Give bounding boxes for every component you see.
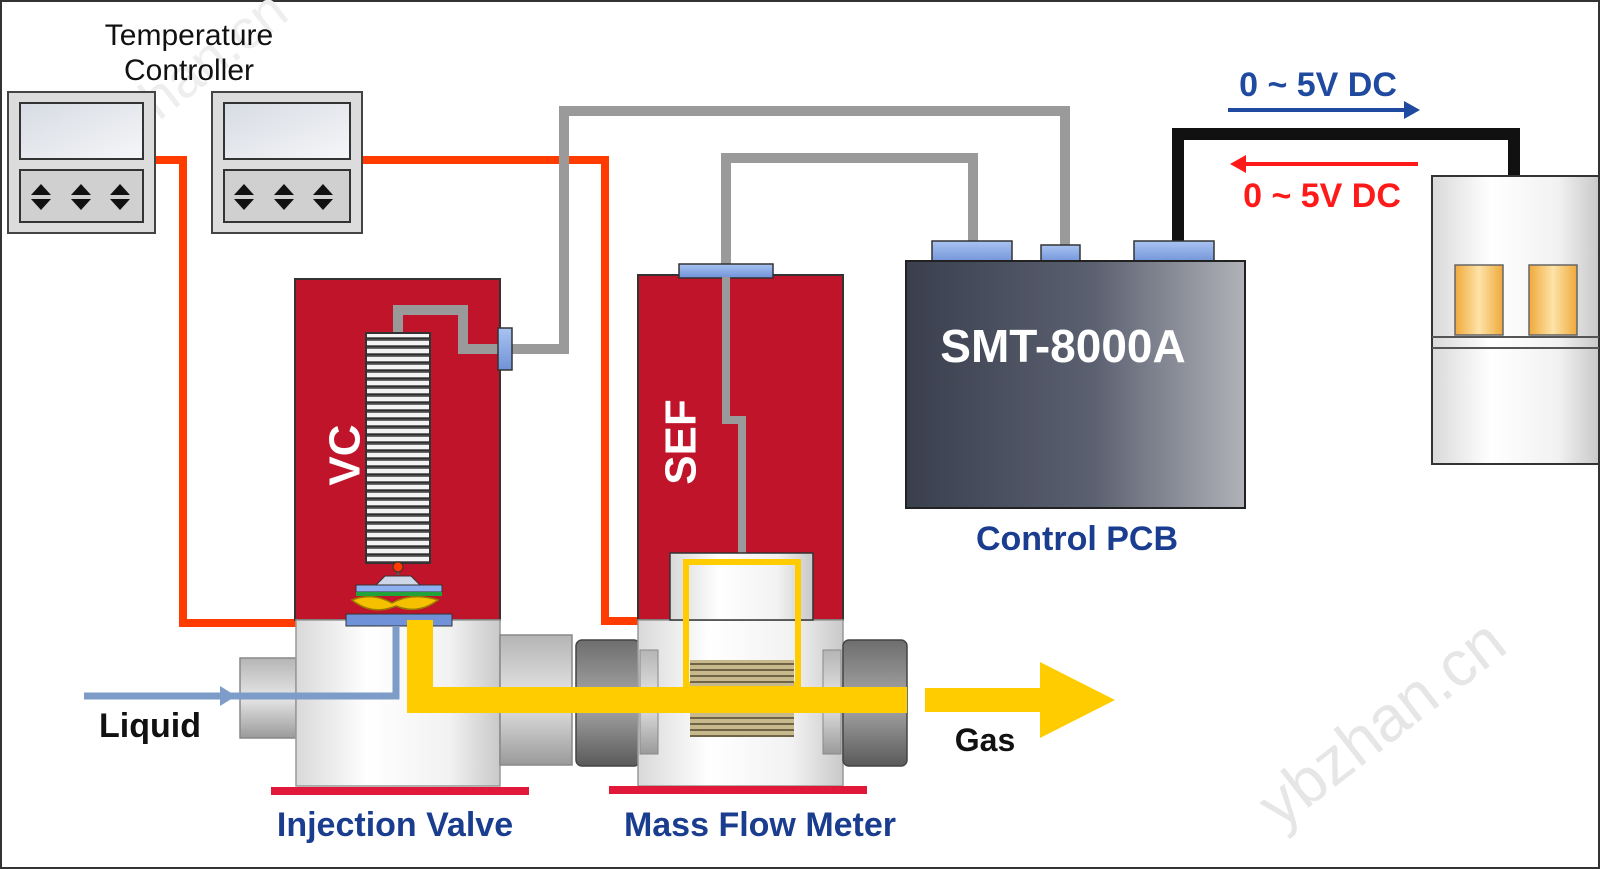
- up-arrow-icon: [110, 184, 130, 195]
- down-arrow-icon: [313, 199, 333, 210]
- power-wire: [1172, 128, 1520, 245]
- liquid-label: Liquid: [99, 707, 201, 745]
- sef-internal-wire: [722, 277, 746, 560]
- gas-label: Gas: [955, 722, 1015, 758]
- up-arrow-icon: [234, 184, 254, 195]
- vc-signal-port: [497, 327, 513, 371]
- injection-valve-base-bar: [271, 787, 529, 795]
- sef-bypass-mesh-top: [690, 660, 794, 686]
- vc-vapor: [350, 595, 440, 611]
- arrow-right-icon: [1404, 101, 1420, 119]
- temperature-controller-1: [7, 91, 156, 234]
- external-connector-1: [1454, 264, 1504, 336]
- mass-flow-meter-label: Mass Flow Meter: [624, 806, 896, 844]
- mass-flow-meter-base-bar: [609, 786, 867, 794]
- vc-label: VC: [321, 424, 370, 485]
- signal-in-label: 0 ~ 5V DC: [1243, 177, 1401, 215]
- down-arrow-icon: [110, 199, 130, 210]
- vc-seal: [356, 592, 442, 596]
- external-connector-2: [1528, 264, 1578, 336]
- down-arrow-icon: [274, 199, 294, 210]
- arrow-left-icon: [1230, 155, 1246, 173]
- up-arrow-icon: [71, 184, 91, 195]
- up-arrow-icon: [31, 184, 51, 195]
- signal-wire-sef: [721, 153, 978, 270]
- signal-out-label: 0 ~ 5V DC: [1239, 66, 1397, 104]
- temperature-controller-label-line1: Temperature: [105, 19, 273, 52]
- injection-valve-label: Injection Valve: [277, 806, 513, 844]
- down-arrow-icon: [234, 199, 254, 210]
- gas-flow-path: [407, 620, 907, 713]
- control-pcb-label: Control PCB: [976, 520, 1178, 558]
- pcb-port-sef: [931, 240, 1013, 264]
- control-pcb: [905, 260, 1246, 509]
- up-down-arrow-icon: [31, 184, 333, 210]
- signal-wire-vc: [510, 106, 1070, 354]
- vc-indicator: [392, 561, 404, 573]
- sef-label: SEF: [657, 399, 706, 485]
- temperature-controller-label-line2: Controller: [124, 54, 254, 87]
- arrow-right-icon: [220, 686, 236, 706]
- sef-bypass-mesh-bottom: [690, 713, 794, 737]
- up-arrow-icon: [313, 184, 333, 195]
- temperature-controller-2: [211, 91, 363, 234]
- down-arrow-icon: [31, 199, 51, 210]
- heater-wire-vc: [155, 156, 298, 627]
- vc-internal-wire: [393, 305, 500, 354]
- smt-model-label: SMT-8000A: [940, 320, 1185, 372]
- down-arrow-icon: [71, 199, 91, 210]
- arrow-right-icon: [925, 662, 1115, 738]
- vc-heat-sink: [365, 332, 431, 564]
- injection-valve-flange: [345, 613, 453, 627]
- pcb-port-power: [1133, 240, 1215, 264]
- sef-signal-port: [678, 263, 774, 279]
- heater-wire-sef: [362, 156, 640, 625]
- up-arrow-icon: [274, 184, 294, 195]
- vc-diaphragm: [355, 584, 443, 593]
